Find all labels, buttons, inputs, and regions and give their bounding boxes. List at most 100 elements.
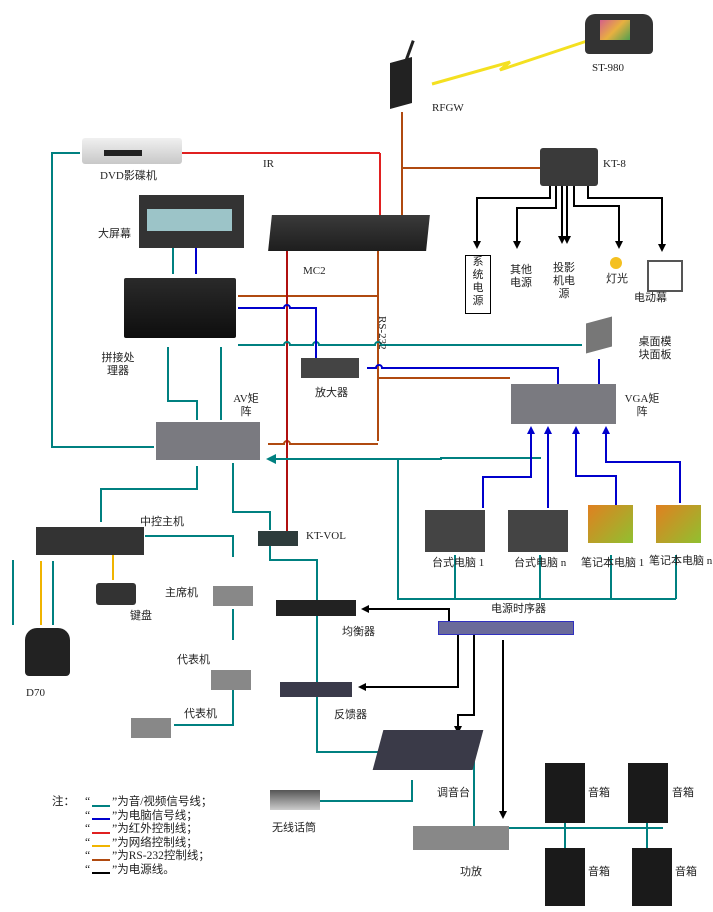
legend-item: “” 为音/视频信号线； [85, 796, 213, 808]
kt8-controller [540, 148, 598, 186]
feedback-device [280, 682, 352, 697]
camera-lines [40, 552, 114, 625]
av-matrix-box [156, 422, 260, 460]
label-desktop-pc-n: 台式电脑 n [514, 557, 567, 569]
equalizer-device [276, 600, 356, 616]
label-power-amp: 功放 [460, 866, 482, 878]
label-power-sequencer: 电源时序器 [491, 603, 546, 615]
wireless-link [431, 38, 591, 86]
laptop-device-n [656, 505, 701, 543]
splice-processor [124, 278, 236, 338]
label-chair-unit: 主席机 [165, 587, 198, 599]
legend-swatch [92, 804, 111, 807]
legend-label: 为电脑信号线； [117, 809, 198, 822]
label-av-matrix: AV矩阵 [233, 393, 259, 418]
power-sequencer-device [438, 621, 574, 635]
legend-label: 为RS-232控制线； [117, 850, 210, 862]
label-ir: IR [263, 158, 274, 170]
legend-label: 为网络控制线； [117, 836, 198, 849]
speaker-device-1 [545, 763, 585, 823]
label-rfgw: RFGW [432, 102, 464, 114]
legend-note: 注： [52, 796, 75, 808]
label-mixer: 调音台 [437, 787, 470, 799]
label-st980: ST-980 [592, 62, 624, 74]
av-signal-lines [12, 152, 677, 848]
label-big-screen: 大屏幕 [98, 228, 131, 240]
rs232-lines [238, 112, 540, 445]
legend-item: “” 为电源线。 [85, 863, 175, 876]
legend-swatch [92, 831, 111, 834]
kt-vol-box [258, 531, 298, 546]
label-rs232: RS-232 [376, 316, 388, 350]
desktop-pc-device-n [508, 510, 568, 552]
label-desktop-pc-1: 台式电脑 1 [432, 557, 485, 569]
central-host-box [36, 527, 144, 555]
legend-item: “” 为RS-232控制线； [85, 850, 210, 862]
camera-device [25, 628, 70, 676]
mixer-device [372, 730, 484, 770]
legend-item: “” 为红外控制线； [85, 823, 198, 835]
legend-swatch [92, 845, 111, 848]
label-desktop-panel: 桌面模块面板 [638, 336, 672, 361]
label-mc2: MC2 [303, 265, 326, 277]
chair-unit-device [213, 586, 253, 606]
label-projector-power: 投影机电源 [553, 262, 575, 300]
label-keyboard: 键盘 [130, 610, 152, 622]
keyboard-device [96, 583, 136, 605]
legend-label: 为音/视频信号线； [117, 796, 213, 808]
speaker-device-4 [632, 848, 672, 906]
mc2-controller [268, 215, 430, 251]
legend-swatch [92, 858, 111, 861]
label-dvd: DVD影碟机 [100, 170, 157, 182]
legend-entries: “” 为音/视频信号线； “” 为电脑信号线； “” 为红外控制线； “” 为网… [85, 796, 212, 877]
speaker-device-3 [545, 848, 585, 906]
light-bulb-icon [610, 257, 622, 269]
system-power-box [465, 255, 491, 314]
label-laptop-1: 笔记本电脑 1 [581, 557, 645, 569]
motorized-screen-box [647, 260, 683, 292]
power-lines [358, 185, 666, 819]
label-speaker-1: 音箱 [588, 787, 610, 799]
label-splice-processor: 拼接处理器 [101, 352, 135, 377]
label-delegate-unit-2: 代表机 [184, 708, 217, 720]
delegate-unit-device-2 [131, 718, 171, 738]
legend: 注： “” 为音/视频信号线； “” 为电脑信号线； “” 为红外控制线； “”… [52, 796, 212, 877]
label-kt-vol: KT-VOL [306, 530, 346, 542]
pc-signal-lines [195, 248, 681, 508]
speaker-device-2 [628, 763, 668, 823]
label-delegate-unit-1: 代表机 [177, 654, 210, 666]
vga-matrix-box [511, 384, 616, 424]
legend-label: 为电源线。 [117, 863, 175, 876]
laptop-device-1 [588, 505, 633, 543]
label-camera: D70 [26, 687, 45, 699]
label-equalizer: 均衡器 [342, 626, 375, 638]
legend-label: 为红外控制线； [117, 823, 198, 835]
legend-swatch [92, 818, 111, 821]
label-feedback: 反馈器 [334, 709, 367, 721]
dvd-player [82, 138, 182, 164]
rfgw-gateway [390, 57, 412, 109]
label-vga-matrix: VGA矩阵 [624, 393, 660, 418]
delegate-unit-device-1 [211, 670, 251, 690]
label-speaker-3: 音箱 [588, 866, 610, 878]
big-screen-photo [139, 195, 244, 248]
label-central-host: 中控主机 [140, 516, 184, 528]
label-wireless-mic: 无线话筒 [272, 822, 316, 834]
legend-swatch [92, 872, 111, 875]
label-kt8: KT-8 [603, 158, 626, 170]
desktop-pc-device-1 [425, 510, 485, 552]
legend-item: “” 为网络控制线； [85, 836, 198, 849]
legend-item: “” 为电脑信号线； [85, 809, 198, 822]
label-laptop-n: 笔记本电脑 n [649, 555, 713, 567]
ir-lines [182, 152, 381, 219]
label-speaker-2: 音箱 [672, 787, 694, 799]
label-speaker-4: 音箱 [675, 866, 697, 878]
label-amplifier-dist: 放大器 [315, 387, 348, 399]
st980-touchpanel [585, 14, 653, 54]
amplifier-box [301, 358, 359, 378]
label-light: 灯光 [606, 273, 628, 285]
label-motorized-screen: 电动幕 [634, 292, 667, 304]
label-other-power: 其他电源 [510, 264, 532, 289]
wireless-mic-device [270, 790, 320, 810]
